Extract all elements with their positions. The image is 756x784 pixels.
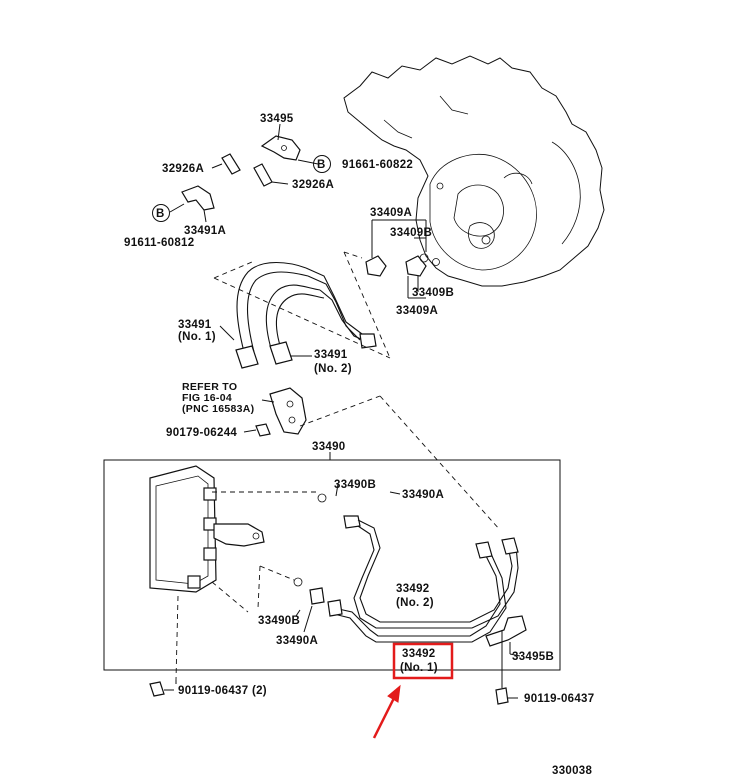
label-33491-no1-sub: (No. 1)	[178, 331, 216, 343]
label-33491a: 33491A	[184, 225, 226, 237]
red-arrow	[372, 684, 401, 739]
label-33491-no2-sub: (No. 2)	[314, 363, 352, 375]
bracket-33495-group	[152, 123, 331, 223]
label-33495: 33495	[260, 113, 294, 125]
label-33409a-top: 33409A	[370, 207, 412, 219]
label-90179: 90179-06244	[166, 427, 237, 439]
fittings-33409-group	[343, 219, 440, 359]
label-33492-no2-sub: (No. 2)	[396, 597, 434, 609]
label-33490a-bottom: 33490A	[276, 635, 318, 647]
label-33409a-bottom: 33409A	[396, 305, 438, 317]
figure-number: 330038	[552, 765, 592, 777]
label-90119-right: 90119-06437	[524, 693, 594, 705]
label-33492-no1-sub: (No. 1)	[400, 662, 438, 674]
label-33490: 33490	[312, 441, 345, 453]
label-90119-left: 90119-06437 (2)	[178, 685, 267, 697]
label-refer-line2: FIG 16-04	[182, 392, 232, 404]
label-33491-no1: 33491	[178, 319, 212, 331]
label-b-circle-2: B	[156, 208, 165, 220]
highlight-box	[392, 642, 454, 680]
cooler-assembly-box	[103, 459, 561, 681]
label-refer-line3: (PNC 16583A)	[182, 403, 254, 415]
label-32926a-left: 32926A	[162, 163, 204, 175]
label-33409b-bottom: 33409B	[412, 287, 454, 299]
transmission-housing	[343, 55, 605, 287]
bottom-bolts-group	[149, 666, 518, 705]
label-91661: 91661-60822	[342, 159, 413, 171]
label-33490a-top: 33490A	[402, 489, 444, 501]
refer-bracket-group	[243, 387, 501, 531]
label-b-circle-1: B	[317, 159, 326, 171]
label-33490b-bottom: 33490B	[258, 615, 300, 627]
label-33495b: 33495B	[512, 651, 554, 663]
label-refer-line1: REFER TO	[182, 381, 237, 393]
label-33492-no1: 33492	[402, 648, 435, 660]
label-33492-no2: 33492	[396, 583, 429, 595]
label-32926a-right: 32926A	[292, 179, 334, 191]
label-33490b-top: 33490B	[334, 479, 376, 491]
label-33491-no2: 33491	[314, 349, 348, 361]
hoses-33491-group	[213, 261, 391, 369]
label-33409b-top: 33409B	[390, 227, 432, 239]
label-91611: 91611-60812	[124, 237, 194, 249]
